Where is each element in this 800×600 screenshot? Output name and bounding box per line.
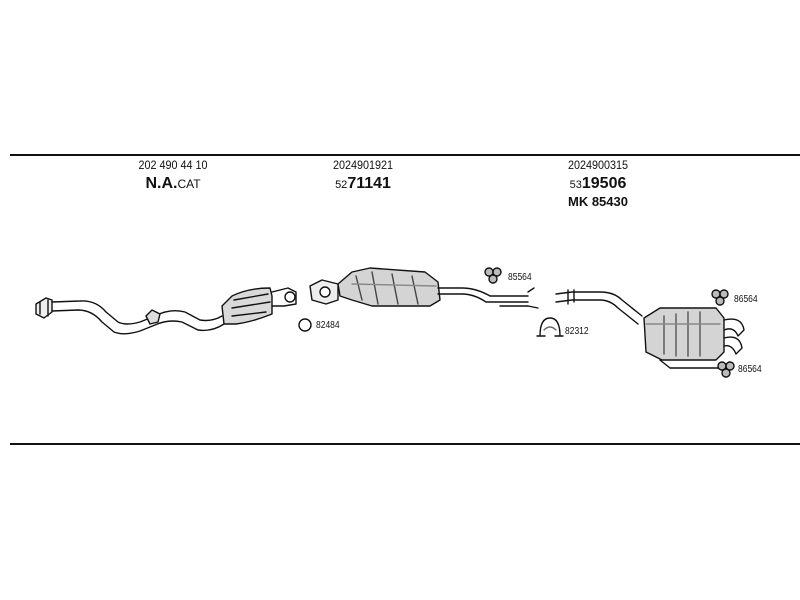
oem-number-front-pipe: 202 490 44 10 <box>138 158 208 172</box>
part-code-front-pipe-main: N.A. <box>145 175 178 192</box>
catalyst-drawing <box>309 267 539 309</box>
part-code-rear-silencer: 5319506 <box>533 175 663 193</box>
top-divider <box>10 154 800 156</box>
front-pipe-drawing <box>35 287 297 335</box>
oem-number-rear-silencer: 2024900315 <box>567 158 629 172</box>
part-label-ring: 82484 <box>316 320 340 331</box>
gasket-ring <box>298 318 312 332</box>
rubber-hanger-3 <box>717 361 735 378</box>
oem-number-catalyst: 2024901921 <box>332 158 394 172</box>
part-code-front-pipe-suffix: CAT <box>177 177 201 191</box>
rear-silencer-drawing <box>555 289 745 369</box>
pipe-clamp <box>536 317 564 337</box>
part-code-rear-silencer-main: 19506 <box>581 175 627 192</box>
mk-number-rear-silencer: MK 85430 <box>568 194 628 209</box>
part-code-catalyst-main: 71141 <box>347 175 391 192</box>
rubber-hanger-1 <box>484 267 502 284</box>
part-label-hanger-2: 86564 <box>734 294 758 305</box>
part-code-rear-silencer-prefix: 53 <box>569 179 582 191</box>
part-code-catalyst: 5271141 <box>298 175 428 193</box>
part-label-clamp: 82312 <box>565 326 589 337</box>
part-label-hanger-1: 85564 <box>508 272 532 283</box>
part-code-catalyst-prefix: 52 <box>335 179 348 191</box>
part-label-hanger-3: 86564 <box>738 364 762 375</box>
bottom-divider <box>10 443 800 445</box>
part-code-front-pipe: N.A.CAT <box>108 175 238 193</box>
rubber-hanger-2 <box>711 289 729 306</box>
